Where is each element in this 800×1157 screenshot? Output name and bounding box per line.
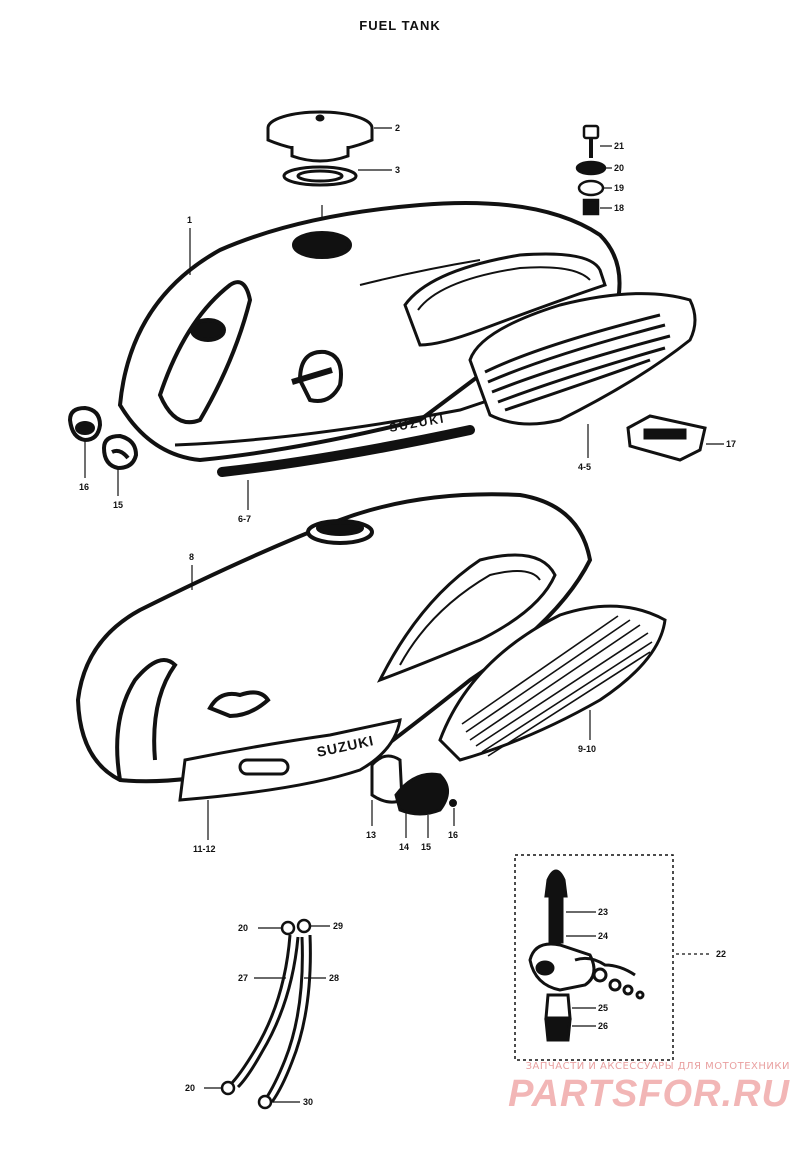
label-22: 22: [716, 949, 726, 959]
upper-knee-grip: [468, 292, 697, 426]
mounting-bolt-stack: [575, 124, 607, 216]
tank-rubbers: [67, 405, 139, 471]
label-24: 24: [598, 931, 608, 941]
fuel-cock: [528, 869, 645, 1042]
label-25: 25: [598, 1003, 608, 1013]
fuel-cock-box: [514, 854, 674, 1061]
diagram-title: FUEL TANK: [359, 18, 441, 33]
label-21: 21: [614, 141, 624, 151]
label-3: 3: [395, 165, 400, 175]
label-28: 28: [329, 973, 339, 983]
label-11-12: 11-12: [193, 844, 216, 854]
label-18-top: 18: [614, 203, 624, 213]
upper-tank-recess: [403, 252, 607, 347]
emblem-lock-assembly: [370, 754, 457, 816]
label-19-top: 19: [614, 183, 624, 193]
label-30: 30: [303, 1097, 313, 1107]
label-1: 1: [187, 215, 192, 225]
lower-tank-recess: [376, 553, 557, 683]
label-17: 17: [726, 439, 736, 449]
upper-fuel-tank: [117, 201, 622, 463]
label-23: 23: [598, 907, 608, 917]
label-13: 13: [366, 830, 376, 840]
fuel-cap: [266, 110, 374, 163]
tank-bracket: [626, 414, 707, 462]
label-6-7: 6-7: [238, 514, 251, 524]
tank-trim-strip: [217, 425, 475, 477]
label-27: 27: [238, 973, 248, 983]
label-15: 15: [113, 500, 123, 510]
part-labels: 1 2 3 21 20 19 18 4-5 17 16 15 6-7 8 9-1…: [79, 123, 736, 1107]
label-26: 26: [598, 1021, 608, 1031]
watermark-logo: PARTSFOR.RU: [508, 1073, 790, 1115]
label-8: 8: [189, 552, 194, 562]
label-15-lower: 15: [421, 842, 431, 852]
label-9-10: 9-10: [578, 744, 596, 754]
label-2: 2: [395, 123, 400, 133]
cap-gasket: [282, 165, 358, 187]
lower-fuel-tank: [75, 492, 593, 802]
lower-knee-grip: [438, 604, 667, 762]
label-16: 16: [79, 482, 89, 492]
label-29: 29: [333, 921, 343, 931]
label-14: 14: [399, 842, 409, 852]
label-20-hose-left: 20: [238, 923, 248, 933]
fuel-hoses: [228, 934, 312, 1103]
label-20-top: 20: [614, 163, 624, 173]
label-20-hose-bottom: 20: [185, 1083, 195, 1093]
label-16-lower: 16: [448, 830, 458, 840]
watermark-tagline: ЗАПЧАСТИ И АКСЕССУАРЫ ДЛЯ МОТОТЕХНИКИ: [525, 1061, 790, 1072]
label-4-5: 4-5: [578, 462, 591, 472]
